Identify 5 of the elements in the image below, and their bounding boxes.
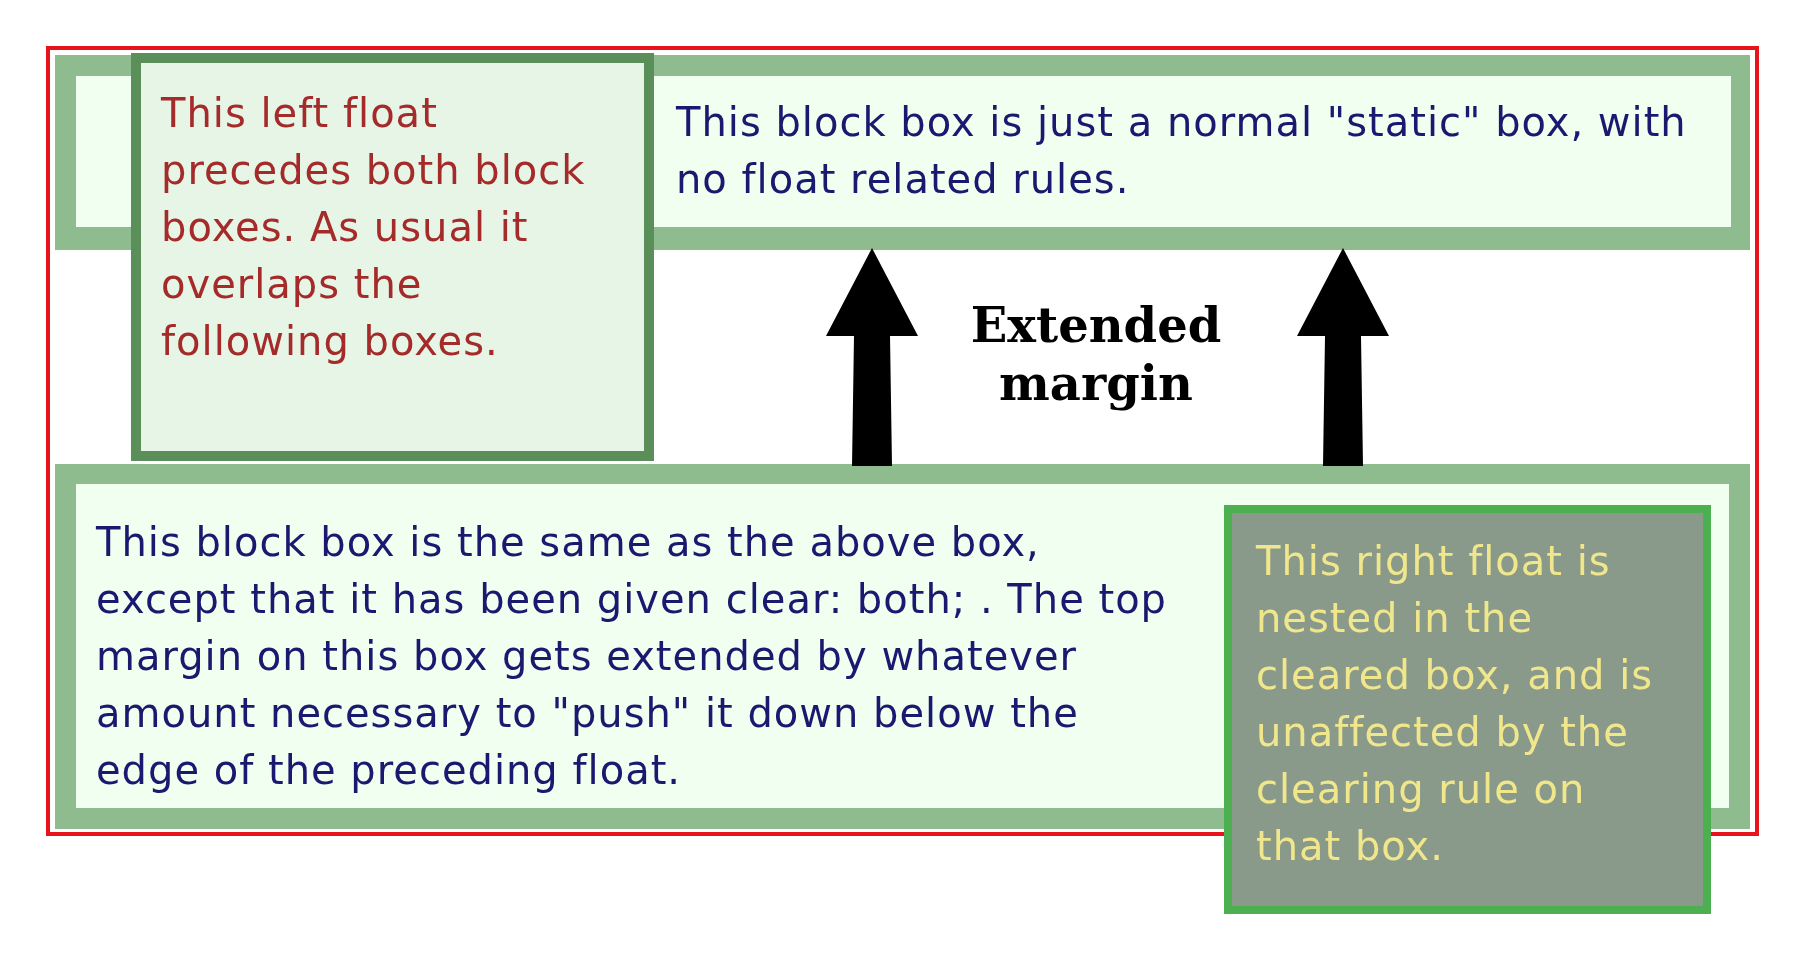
margin-label: Extended margin [969, 296, 1223, 412]
float-box: This right float is nested in the cleared box, and is unaffected by the clearing rule on that box. [1224, 505, 1711, 914]
block-arrow [826, 248, 918, 466]
float-box: This left float precedes both block boxes. As usual it overlaps the following boxes. [131, 53, 654, 461]
block-arrow [1297, 248, 1389, 466]
